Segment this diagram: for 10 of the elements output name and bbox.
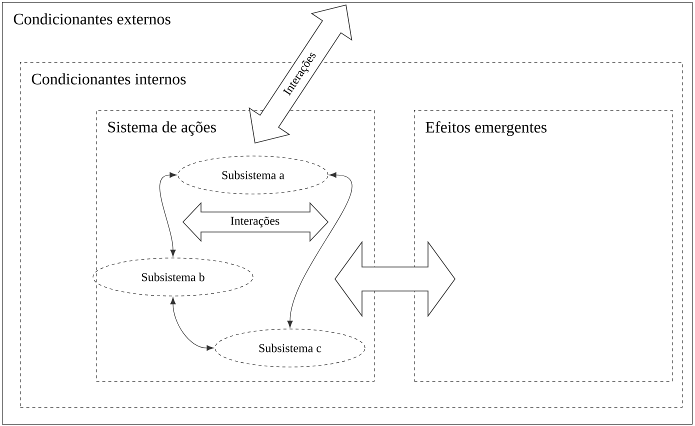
curved-arrow — [170, 297, 214, 351]
ellipse-node: Subsistema c — [214, 328, 366, 368]
group-box: Efeitos emergentes — [414, 110, 673, 382]
block-arrow — [334, 240, 456, 318]
arrow-label: Interações — [230, 216, 280, 228]
ellipse-node: Subsistema b — [92, 258, 254, 296]
ellipse-node: Subsistema a — [178, 156, 328, 194]
curved-arrow — [287, 172, 352, 328]
curved-arrow — [160, 172, 177, 257]
block-arrow — [248, 4, 352, 144]
